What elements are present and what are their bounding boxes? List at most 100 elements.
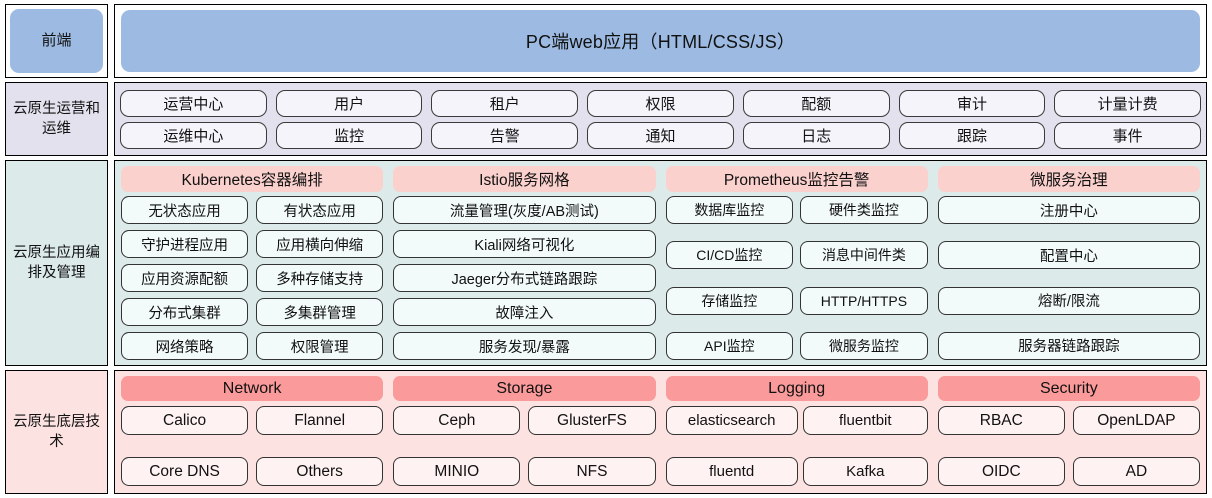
orch-item[interactable]: Jaeger分布式链路跟踪 (393, 264, 656, 292)
orch-item[interactable]: 微服务监控 (800, 331, 928, 360)
column-storage: Storage Ceph GlusterFS MINIO NFS (393, 376, 656, 488)
column-body-logging: elasticsearch fluentbit fluentd Kafka (665, 406, 928, 488)
column-row: RBAC OpenLDAP (937, 406, 1200, 435)
column-row: 应用资源配额 多种存储支持 (121, 264, 384, 292)
infra-item[interactable]: GlusterFS (528, 406, 656, 435)
infra-item[interactable]: Calico (121, 406, 249, 435)
orch-item[interactable]: 配置中心 (937, 241, 1200, 270)
column-body-microservice-governance: 注册中心 配置中心 熔断/限流 服务器链路跟踪 (937, 196, 1200, 360)
column-row: 故障注入 (393, 298, 656, 326)
orch-item[interactable]: 分布式集群 (121, 298, 249, 326)
column-body-kubernetes: 无状态应用 有状态应用 守护进程应用 应用横向伸缩 应用资源配额 多种存储支持 … (121, 196, 384, 360)
column-title-logging: Logging (665, 376, 928, 401)
orch-item[interactable]: 无状态应用 (121, 196, 249, 224)
column-body-prometheus: 数据库监控 硬件类监控 CI/CD监控 消息中间件类 存储监控 HTTP/HTT… (665, 196, 928, 360)
orch-item[interactable]: 多种存储支持 (256, 264, 384, 292)
column-title-network: Network (121, 376, 384, 401)
column-body-istio: 流量管理(灰度/AB测试) Kiali网络可视化 Jaeger分布式链路跟踪 故… (393, 196, 656, 360)
infra-item[interactable]: Others (256, 457, 384, 486)
infra-item[interactable]: RBAC (937, 406, 1065, 435)
infra-item[interactable]: Flannel (256, 406, 384, 435)
infra-item[interactable]: Kafka (802, 457, 928, 486)
column-row: 流量管理(灰度/AB测试) (393, 196, 656, 224)
ops-item[interactable]: 审计 (898, 89, 1046, 117)
orch-item[interactable]: 注册中心 (937, 196, 1200, 224)
column-row: 存储监控 HTTP/HTTPS (665, 286, 928, 315)
layer-orchestration: 云原生应用编排及管理 Kubernetes容器编排 无状态应用 有状态应用 守护… (3, 158, 1209, 368)
column-title-storage: Storage (393, 376, 656, 401)
ops-item[interactable]: 运营中心 (120, 89, 267, 117)
column-istio: Istio服务网格 流量管理(灰度/AB测试) Kiali网络可视化 Jaege… (393, 166, 656, 360)
column-body-security: RBAC OpenLDAP OIDC AD (937, 406, 1200, 488)
infra-item[interactable]: NFS (528, 457, 656, 486)
column-title-istio: Istio服务网格 (393, 166, 656, 192)
ops-item[interactable]: 权限 (587, 89, 734, 117)
orch-item[interactable]: 故障注入 (393, 298, 656, 326)
orch-item[interactable]: CI/CD监控 (665, 241, 794, 270)
orch-item[interactable]: API监控 (665, 331, 794, 360)
layer-label-ops: 云原生运营和运维 (5, 82, 108, 156)
column-title-microservice-governance: 微服务治理 (937, 166, 1200, 192)
orch-item[interactable]: 硬件类监控 (800, 196, 928, 224)
column-network: Network Calico Flannel Core DNS Others (121, 376, 384, 488)
column-title-kubernetes: Kubernetes容器编排 (121, 166, 384, 192)
ops-item[interactable]: 运维中心 (120, 121, 267, 149)
ops-item[interactable]: 用户 (275, 89, 423, 117)
orch-item[interactable]: 服务器链路跟踪 (937, 331, 1200, 360)
orch-item[interactable]: Kiali网络可视化 (393, 230, 656, 258)
ops-item[interactable]: 事件 (1054, 121, 1202, 149)
infra-item[interactable]: AD (1072, 457, 1200, 486)
column-row: MINIO NFS (393, 457, 656, 486)
orch-item[interactable]: 应用资源配额 (121, 264, 249, 292)
orch-item[interactable]: 存储监控 (665, 286, 794, 315)
ops-item[interactable]: 监控 (275, 121, 423, 149)
ops-item[interactable]: 通知 (587, 121, 734, 149)
infra-item[interactable]: elasticsearch (665, 406, 798, 435)
column-prometheus: Prometheus监控告警 数据库监控 硬件类监控 CI/CD监控 消息中间件… (665, 166, 928, 360)
orch-item[interactable]: 有状态应用 (256, 196, 384, 224)
column-row: 注册中心 (937, 196, 1200, 224)
ops-item[interactable]: 告警 (431, 121, 579, 149)
orch-item[interactable]: 流量管理(灰度/AB测试) (393, 196, 656, 224)
column-kubernetes: Kubernetes容器编排 无状态应用 有状态应用 守护进程应用 应用横向伸缩… (121, 166, 384, 360)
ops-item[interactable]: 配额 (742, 89, 890, 117)
column-row: 无状态应用 有状态应用 (121, 196, 384, 224)
column-row: Jaeger分布式链路跟踪 (393, 264, 656, 292)
layer-frontend: 前端 PC端web应用（HTML/CSS/JS） (3, 2, 1209, 80)
orch-item[interactable]: 应用横向伸缩 (256, 230, 384, 258)
orch-item[interactable]: 权限管理 (256, 332, 384, 360)
ops-content: 运营中心 用户 租户 权限 配额 审计 计量计费 运维中心 监控 告警 通知 日… (114, 82, 1207, 156)
orch-item[interactable]: 多集群管理 (256, 298, 384, 326)
column-security: Security RBAC OpenLDAP OIDC AD (937, 376, 1200, 488)
frontend-content: PC端web应用（HTML/CSS/JS） (114, 4, 1207, 78)
layer-label-infrastructure: 云原生底层技术 (5, 370, 108, 494)
ops-item[interactable]: 租户 (431, 89, 579, 117)
ops-item[interactable]: 跟踪 (898, 121, 1046, 149)
column-logging: Logging elasticsearch fluentbit fluentd … (665, 376, 928, 488)
column-body-network: Calico Flannel Core DNS Others (121, 406, 384, 488)
orch-item[interactable]: 网络策略 (121, 332, 249, 360)
ops-item[interactable]: 计量计费 (1054, 89, 1202, 117)
column-row: Calico Flannel (121, 406, 384, 435)
orch-item[interactable]: HTTP/HTTPS (800, 286, 928, 315)
infra-item[interactable]: Core DNS (121, 457, 249, 486)
column-row: OIDC AD (937, 457, 1200, 486)
ops-item[interactable]: 日志 (742, 121, 890, 149)
orch-item[interactable]: 熔断/限流 (937, 286, 1200, 315)
orch-item[interactable]: 守护进程应用 (121, 230, 249, 258)
infra-item[interactable]: fluentbit (802, 406, 928, 435)
orch-item[interactable]: 服务发现/暴露 (393, 332, 656, 360)
column-row: fluentd Kafka (665, 457, 928, 486)
infra-item[interactable]: OpenLDAP (1072, 406, 1200, 435)
column-row: Kiali网络可视化 (393, 230, 656, 258)
column-row: 守护进程应用 应用横向伸缩 (121, 230, 384, 258)
column-row: 数据库监控 硬件类监控 (665, 196, 928, 224)
infra-item[interactable]: OIDC (937, 457, 1065, 486)
ops-row-1: 运营中心 用户 租户 权限 配额 审计 计量计费 (120, 87, 1202, 119)
infra-item[interactable]: Ceph (393, 406, 521, 435)
infra-item[interactable]: fluentd (665, 457, 798, 486)
orch-item[interactable]: 消息中间件类 (800, 241, 928, 270)
column-title-prometheus: Prometheus监控告警 (665, 166, 928, 192)
orch-item[interactable]: 数据库监控 (665, 196, 794, 224)
infra-item[interactable]: MINIO (393, 457, 521, 486)
